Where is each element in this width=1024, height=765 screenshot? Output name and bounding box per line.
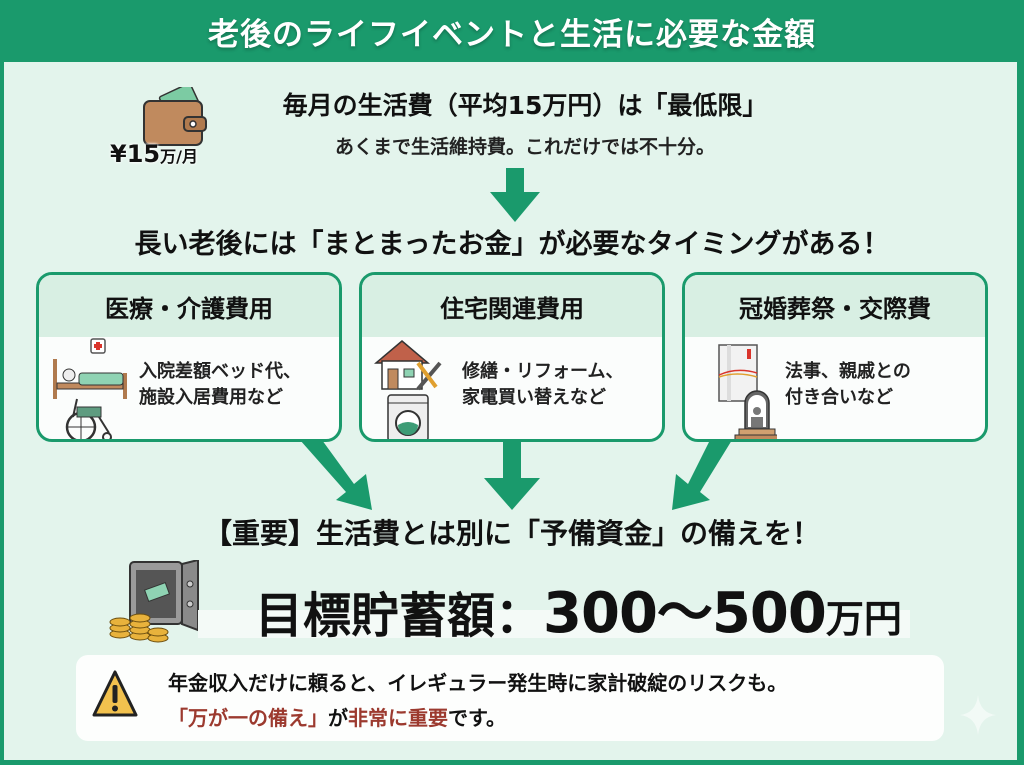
- envelope-icon: [718, 344, 758, 402]
- target-label: 目標貯蓄額：: [255, 588, 544, 644]
- card-line-1: 修繕・リフォーム、: [462, 361, 624, 382]
- washing-machine-icon: [387, 394, 429, 439]
- warning-text-line-2: 「万が一の備え」が非常に重要です。: [168, 702, 506, 731]
- target-unit: 万円: [825, 597, 902, 641]
- intro-title: 毎月の生活費（平均15万円）は「最低限」: [282, 91, 768, 120]
- warning-box: 年金収入だけに頼ると、イレギュラー発生時に家計破綻のリスクも。 「万が一の備え」…: [76, 655, 944, 741]
- safe-with-coins-icon: [109, 560, 199, 643]
- card-title: 住宅関連費用: [362, 275, 662, 337]
- warning-icon: [92, 670, 138, 717]
- sparkle-icon: [960, 695, 996, 735]
- card-ceremonies: 冠婚葬祭・交際費 法事、親戚との 付き合いなど: [682, 272, 988, 442]
- page-title: 老後のライフイベントと生活に必要な金額: [208, 16, 816, 53]
- warning-text-line-1: 年金収入だけに頼ると、イレギュラー発生時に家計破綻のリスクも。: [168, 671, 788, 695]
- headline: 長い老後には「まとまったお金」が必要なタイミングがある！: [134, 229, 890, 260]
- wallet-icon: [143, 87, 207, 146]
- target-savings-text: 目標貯蓄額：300～500万円: [255, 568, 902, 649]
- hospital-bed-icon: [53, 338, 127, 399]
- card-medical-care: 医療・介護費用 入院差額ベッド代、: [36, 272, 342, 442]
- warning-text-end: です。: [448, 706, 506, 730]
- card-description: 法事、親戚との 付き合いなど: [785, 359, 911, 411]
- card-line-2: 施設入居費用など: [139, 387, 283, 409]
- arrow-down-icon: [490, 168, 540, 222]
- card-title: 医療・介護費用: [39, 275, 339, 337]
- ceremony-icons: [718, 344, 777, 439]
- card-description: 修繕・リフォーム、 家電買い替えなど: [462, 359, 623, 411]
- intro-subtitle: あくまで生活維持費。これだけでは不十分。: [334, 136, 715, 158]
- warning-emphasis-2: 非常に重要: [348, 706, 448, 730]
- card-line-2: 付き合いなど: [785, 387, 893, 409]
- important-note: 【重要】生活費とは別に「予備資金」の備えを！: [203, 517, 820, 550]
- target-highlight: [198, 610, 910, 638]
- wallet-price-badge: ¥15万/月: [110, 140, 198, 168]
- house-repair-icon: [374, 340, 442, 391]
- memorial-photo-icon: [734, 390, 777, 439]
- wallet-price-unit: 万/月: [160, 147, 198, 166]
- card-line-2: 家電買い替えなど: [462, 387, 606, 409]
- warning-text: が: [328, 706, 348, 730]
- card-title: 冠婚葬祭・交際費: [685, 275, 985, 337]
- medical-icons: [53, 338, 127, 439]
- converging-arrows-icon: [300, 440, 732, 510]
- wallet-price-value: ¥15: [110, 140, 161, 168]
- housing-icons: [374, 340, 442, 439]
- card-housing: 住宅関連費用 修繕・リフォーム、 家電買い替えなど: [359, 272, 665, 442]
- warning-emphasis-1: 「万が一の備え」: [168, 706, 328, 730]
- card-line-1: 入院差額ベッド代、: [139, 361, 301, 382]
- target-value: 300～500: [543, 581, 827, 646]
- card-line-1: 法事、親戚との: [785, 361, 911, 382]
- card-description: 入院差額ベッド代、 施設入居費用など: [139, 359, 301, 411]
- wheelchair-icon: [65, 398, 112, 439]
- target-savings: 目標貯蓄額：300～500万円: [195, 568, 910, 646]
